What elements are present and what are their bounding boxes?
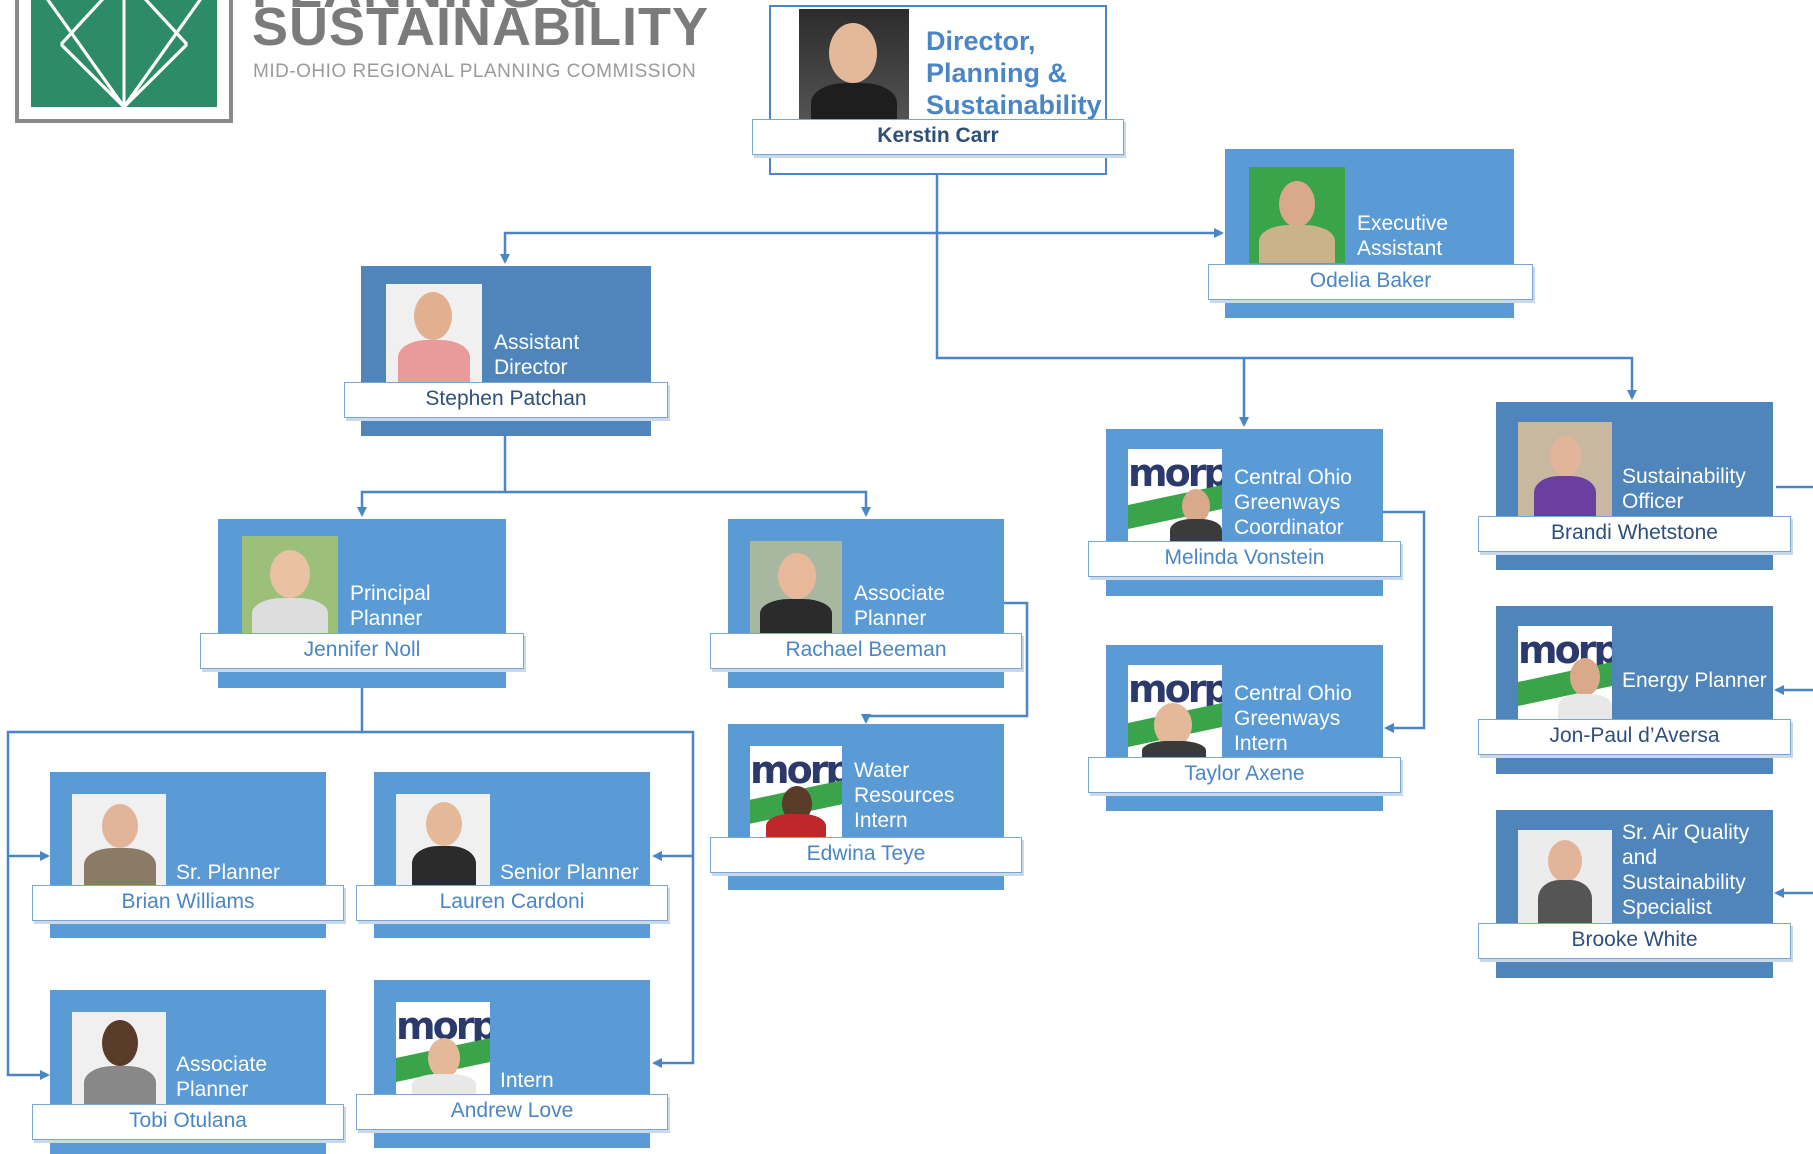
greenways-intern-title: Central Ohio Greenways Intern [1234,682,1352,755]
principal-planner-photo [242,536,338,634]
connector-noll-right [362,730,695,1068]
connector-asst-dir-trunk [357,436,507,517]
exec-assistant-photo [1249,167,1345,263]
air-quality-specialist-name: Brooke White [1478,923,1791,959]
senior-planner-title: Senior Planner [500,861,639,884]
connector-to-water-intern [861,601,1029,724]
connector-noll-trunk [6,688,364,1080]
associate-planner-rb-title: Associate Planner [854,582,946,630]
associate-planner-rb-photo [750,541,842,633]
principal-planner-name: Jennifer Noll [200,633,524,669]
energy-planner-photo: morpc [1518,626,1612,720]
asst-director-photo [386,284,482,382]
sr-planner-photo [72,794,166,888]
exec-assistant-title: Executive Assistant [1357,212,1449,260]
greenways-coordinator-name: Melinda Vonstein [1088,541,1401,577]
director-title: Director, Planning & Sustainability [926,26,1102,120]
director-photo [799,9,909,125]
intern-photo: morpc [396,1002,490,1096]
associate-planner-to-photo [72,1012,166,1106]
water-intern-photo: morpc [750,746,842,838]
sr-planner-title: Sr. Planner [176,861,280,884]
logo-subtitle: MID-OHIO REGIONAL PLANNING COMMISSION [253,61,697,82]
senior-planner-name: Lauren Cardoni [356,885,668,921]
air-quality-specialist-title: Sr. Air Quality and Sustainability Speci… [1622,821,1750,919]
greenways-intern-name: Taylor Axene [1088,757,1401,793]
water-intern-name: Edwina Teye [710,837,1022,873]
connector-to-assistant-director [500,231,937,264]
logo-title-line1: PLANNING & [252,0,598,16]
principal-planner-title: Principal Planner [350,582,431,630]
connector-director-trunk [935,175,1637,400]
asst-director-title: Assistant Director [494,331,580,379]
sustainability-officer-title: Sustainability Officer [1622,465,1746,513]
connector-to-greenways-intern [1383,510,1426,733]
logo-title-line2: SUSTAINABILITY [252,0,709,57]
water-intern-title: Water Resources Intern [854,759,955,832]
morpc-logo [15,0,233,123]
greenways-coordinator-title: Central Ohio Greenways Coordinator [1234,466,1352,539]
asst-director-name: Stephen Patchan [344,382,668,418]
greenways-intern-photo: morpc [1128,665,1222,759]
energy-planner-title: Energy Planner [1622,669,1767,692]
air-quality-specialist-photo [1518,830,1612,924]
energy-planner-name: Jon-Paul d’Aversa [1478,719,1791,755]
associate-planner-rb-name: Rachael Beeman [710,633,1022,669]
director-name: Kerstin Carr [752,119,1124,155]
node-greenways-coordinator: morpc Central Ohio Greenways Coordinator [1106,429,1383,596]
sustainability-officer-name: Brandi Whetstone [1478,516,1791,552]
senior-planner-photo [396,794,490,888]
exec-assistant-name: Odelia Baker [1208,264,1533,300]
intern-name: Andrew Love [356,1094,668,1130]
intern-title: Intern [500,1069,554,1092]
sustainability-officer-photo [1518,422,1612,516]
greenways-coordinator-photo: morpc [1128,449,1222,543]
sr-planner-name: Brian Williams [32,885,344,921]
associate-planner-to-title: Associate Planner [176,1053,268,1101]
associate-planner-to-name: Tobi Otulana [32,1104,344,1140]
connector-to-associate-planner-rb [505,490,871,517]
